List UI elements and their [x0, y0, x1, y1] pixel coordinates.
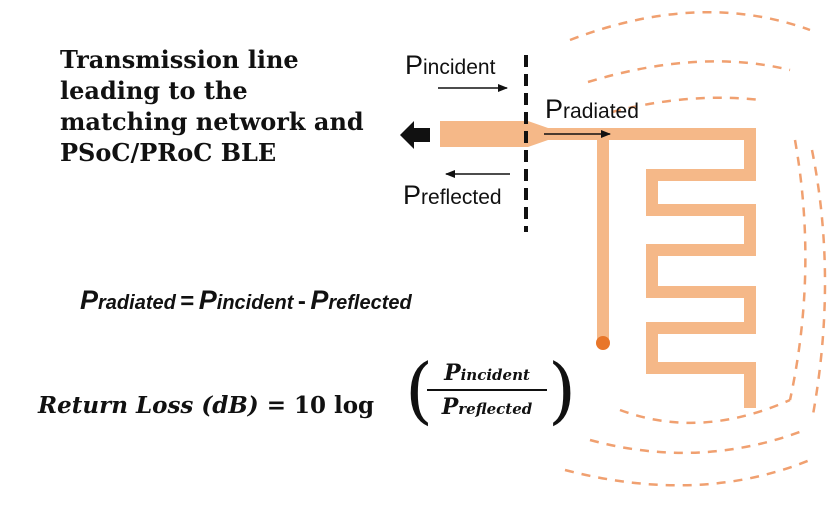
taper [528, 121, 548, 147]
description-line: Transmission line [60, 45, 299, 74]
shorting-stub [597, 128, 609, 343]
return-loss-fraction: Pincident Preflected [427, 360, 547, 420]
field-line-right-outer [810, 149, 827, 421]
fraction-numerator: Pincident [444, 360, 530, 386]
field-line-bottom-1 [619, 398, 791, 425]
power-equation: Pradiated = Pincident - Preflected [80, 285, 412, 315]
field-line-2 [611, 96, 761, 114]
antenna [440, 121, 756, 343]
right-paren: ) [548, 348, 577, 432]
field-line-right-inner [788, 139, 807, 401]
description-line: matching network and [60, 107, 364, 136]
field-lines [564, 10, 827, 487]
transmission-line-description: Transmission line leading to the matchin… [60, 44, 400, 168]
p-reflected-label: Preflected [403, 180, 502, 210]
feed-dot [596, 336, 610, 350]
field-line-outer [569, 10, 811, 42]
field-line-bottom-2 [589, 428, 806, 455]
field-line-bottom-3 [564, 458, 811, 487]
fraction-denominator: Preflected [441, 394, 533, 420]
fraction-bar [427, 389, 547, 391]
meander-antenna [646, 128, 756, 408]
p-incident-label: Pincident [405, 50, 496, 80]
field-line-1 [587, 60, 791, 84]
return-loss-equation: Return Loss (dB) = 10 log [38, 392, 375, 419]
p-radiated-label: Pradiated [545, 94, 639, 124]
description-line: leading to the [60, 76, 248, 105]
description-line: PSoC/PRoC BLE [60, 138, 277, 167]
output-arrow-icon [400, 121, 430, 149]
transmission-line [440, 121, 528, 147]
